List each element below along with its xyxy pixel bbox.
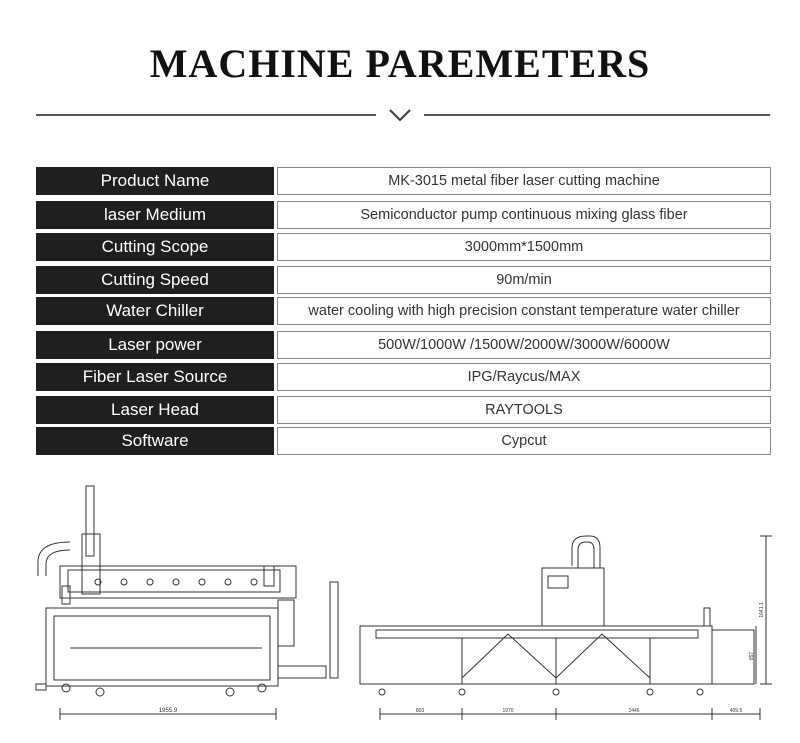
parameter-row-software: Software Cypcut bbox=[36, 427, 771, 455]
parameter-value: water cooling with high precision consta… bbox=[277, 297, 771, 325]
parameter-label: Water Chiller bbox=[36, 297, 274, 325]
side-dimension-label: 803 bbox=[416, 708, 425, 714]
page-title: MACHINE PAREMETERS bbox=[149, 41, 651, 86]
parameter-value: 500W/1000W /1500W/2000W/3000W/6000W bbox=[277, 331, 771, 359]
parameter-row-cutting-speed: Cutting Speed 90m/min bbox=[36, 266, 771, 294]
side-view bbox=[359, 535, 772, 720]
side-dimension-label: 1446 bbox=[628, 708, 639, 714]
side-dimension-label: 409.5 bbox=[730, 708, 743, 714]
parameter-row-laser-head: Laser Head RAYTOOLS bbox=[36, 396, 771, 424]
side-height-label: 1641.1 bbox=[759, 602, 765, 618]
parameter-label: laser Medium bbox=[36, 201, 274, 229]
parameter-row-laser-medium: laser Medium Semiconductor pump continuo… bbox=[36, 201, 771, 229]
parameter-label: Laser power bbox=[36, 331, 274, 359]
parameter-row-water-chiller: Water Chiller water cooling with high pr… bbox=[36, 297, 771, 325]
parameter-value: Semiconductor pump continuous mixing gla… bbox=[277, 201, 771, 229]
front-view bbox=[35, 485, 339, 720]
divider-line-left bbox=[36, 114, 376, 116]
chevron-down-icon bbox=[389, 109, 411, 122]
parameter-value: IPG/Raycus/MAX bbox=[277, 363, 771, 391]
parameter-label: Fiber Laser Source bbox=[36, 363, 274, 391]
parameter-label: Cutting Speed bbox=[36, 266, 274, 294]
parameter-label: Software bbox=[36, 427, 274, 455]
front-dimension-label: 1955.9 bbox=[159, 708, 178, 714]
parameter-value: Cypcut bbox=[277, 427, 771, 455]
divider-line-right bbox=[424, 114, 770, 116]
machine-drawing: 1955.9 803 1970 1446 409.5 1641.1 857 bbox=[35, 485, 772, 720]
parameter-row-laser-power: Laser power 500W/1000W /1500W/2000W/3000… bbox=[36, 331, 771, 359]
side-dimension-label: 1970 bbox=[502, 708, 513, 714]
parameter-label: Laser Head bbox=[36, 396, 274, 424]
parameter-value: MK-3015 metal fiber laser cutting machin… bbox=[277, 167, 771, 195]
parameter-value: RAYTOOLS bbox=[277, 396, 771, 424]
parameter-value: 90m/min bbox=[277, 266, 771, 294]
parameter-row-product-name: Product Name MK-3015 metal fiber laser c… bbox=[36, 167, 771, 195]
parameter-value: 3000mm*1500mm bbox=[277, 233, 771, 261]
parameter-label: Cutting Scope bbox=[36, 233, 274, 261]
parameter-row-cutting-scope: Cutting Scope 3000mm*1500mm bbox=[36, 233, 771, 261]
side-height-label: 857 bbox=[749, 652, 755, 661]
parameter-label: Product Name bbox=[36, 167, 274, 195]
parameter-row-fiber-laser-source: Fiber Laser Source IPG/Raycus/MAX bbox=[36, 363, 771, 391]
